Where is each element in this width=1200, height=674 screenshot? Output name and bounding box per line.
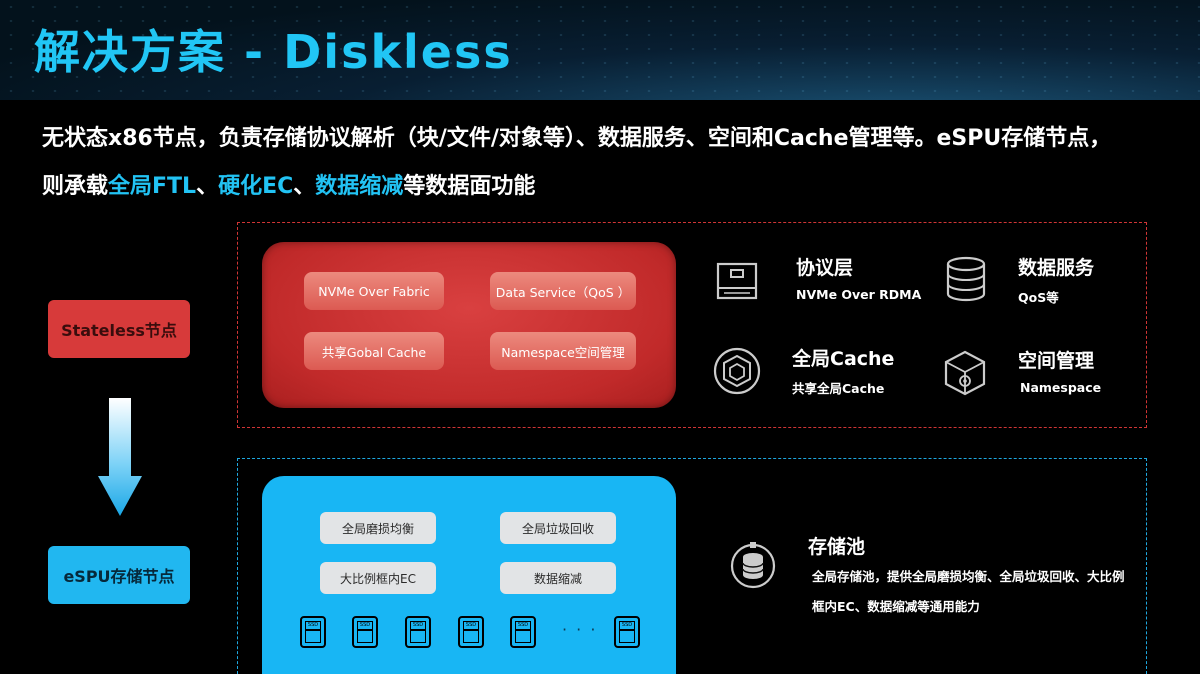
intro-sep-1: 、 — [196, 174, 219, 199]
chip-wear-leveling: 全局磨损均衡 — [320, 512, 436, 544]
intro-line-2: 则承载全局FTL、硬化EC、数据缩减等数据面功能 — [42, 168, 535, 200]
ssd-icon: SSD — [405, 616, 431, 648]
ssd-icon: SSD — [614, 616, 640, 648]
down-arrow-icon — [98, 398, 142, 516]
stateless-panel — [262, 242, 676, 408]
pool-description: 全局存储池，提供全局磨损均衡、全局垃圾回收、大比例框内EC、数据缩减等通用能力 — [812, 569, 1125, 614]
box-icon — [716, 262, 758, 300]
cube-icon — [944, 350, 986, 396]
feature-sub-cache: 共享全局Cache — [792, 381, 885, 396]
chip-shared-cache: 共享Gobal Cache — [304, 332, 444, 370]
header-banner: 解决方案 - Diskless — [0, 0, 1200, 100]
feature-title-data-service: 数据服务 — [1018, 257, 1095, 279]
chip-garbage-collection: 全局垃圾回收 — [500, 512, 616, 544]
ssd-icon: SSD — [300, 616, 326, 648]
pool-title: 存储池 — [808, 536, 866, 558]
chip-nvme-over-fabric: NVMe Over Fabric — [304, 272, 444, 310]
chip-in-box-ec: 大比例框内EC — [320, 562, 436, 594]
cache-icon — [713, 347, 761, 395]
chip-data-reduction: 数据缩减 — [500, 562, 616, 594]
ssd-icon: SSD — [458, 616, 484, 648]
stateless-node-label: Stateless节点 — [48, 300, 190, 358]
feature-sub-data-service: QoS等 — [1018, 290, 1059, 305]
feature-title-protocol: 协议层 — [796, 257, 854, 279]
feature-sub-space: Namespace — [1020, 380, 1102, 395]
ssd-ellipsis: · · · — [562, 620, 598, 639]
feature-title-space: 空间管理 — [1018, 350, 1095, 372]
ssd-icon: SSD — [352, 616, 378, 648]
intro-line-1: 无状态x86节点，负责存储协议解析（块/文件/对象等）、数据服务、空间和Cach… — [42, 126, 1112, 151]
feature-title-cache: 全局Cache — [792, 348, 895, 370]
highlight-ftl: 全局FTL — [108, 174, 197, 199]
feature-sub-protocol: NVMe Over RDMA — [796, 287, 922, 302]
chip-data-service: Data Service（QoS ） — [490, 272, 636, 310]
intro-suffix: 等数据面功能 — [403, 174, 536, 199]
ssd-icon: SSD — [510, 616, 536, 648]
highlight-reduction: 数据缩减 — [315, 174, 404, 199]
espu-section-border — [237, 458, 1147, 674]
header-dots-background — [0, 0, 1200, 100]
intro-sep-2: 、 — [293, 174, 316, 199]
intro-prefix: 则承载 — [42, 174, 109, 199]
chip-namespace: Namespace空间管理 — [490, 332, 636, 370]
storage-pool-icon — [730, 542, 776, 589]
highlight-ec: 硬化EC — [218, 174, 294, 199]
page-title: 解决方案 - Diskless — [34, 25, 513, 79]
espu-node-label: eSPU存储节点 — [48, 546, 190, 604]
stateless-section-border — [237, 222, 1147, 428]
database-icon — [946, 256, 986, 302]
